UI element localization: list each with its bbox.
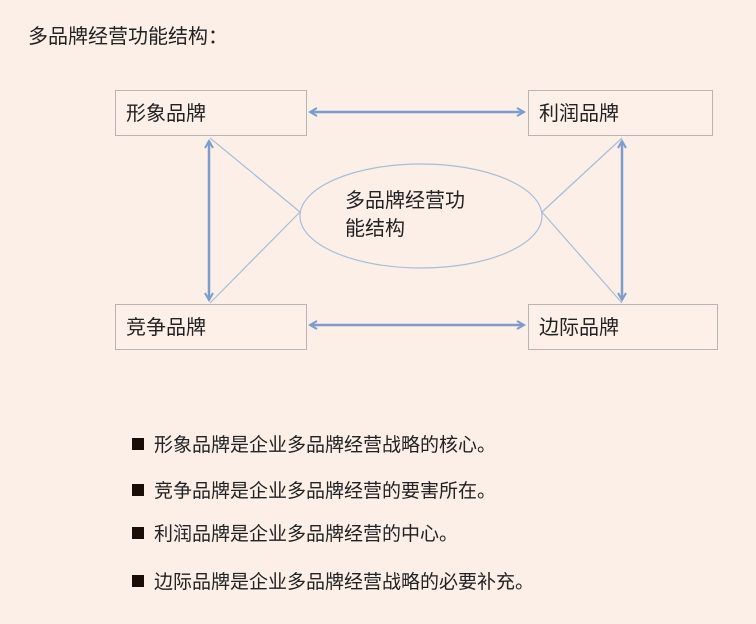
square-bullet-icon <box>132 484 144 496</box>
center-label: 多品牌经营功 能结构 <box>345 186 505 242</box>
square-bullet-icon <box>132 438 144 450</box>
bullet-item: 竞争品牌是企业多品牌经营的要害所在。 <box>132 476 496 503</box>
bullet-text: 利润品牌是企业多品牌经营的中心。 <box>154 523 459 545</box>
bullet-text: 形象品牌是企业多品牌经营战略的核心。 <box>154 434 497 456</box>
line-topright-to-ellipse <box>541 137 623 213</box>
bullet-item: 利润品牌是企业多品牌经营的中心。 <box>132 519 458 546</box>
square-bullet-icon <box>132 527 144 539</box>
bullet-item: 形象品牌是企业多品牌经营战略的核心。 <box>132 430 496 457</box>
line-bottomright-to-ellipse <box>541 211 623 304</box>
box-marginal-brand: 边际品牌 <box>528 304 718 350</box>
square-bullet-icon <box>132 575 144 587</box>
box-profit-brand: 利润品牌 <box>528 90 713 136</box>
center-label-line2: 能结构 <box>345 216 405 240</box>
box-competitive-brand: 竞争品牌 <box>115 304 307 350</box>
slide-title: 多品牌经营功能结构： <box>28 24 228 48</box>
box-image-brand: 形象品牌 <box>115 90 307 136</box>
line-topleft-to-ellipse <box>209 137 301 213</box>
bullet-text: 边际品牌是企业多品牌经营战略的必要补充。 <box>154 571 535 593</box>
line-bottomleft-to-ellipse <box>209 211 301 304</box>
center-ellipse <box>299 163 543 269</box>
bullet-item: 边际品牌是企业多品牌经营战略的必要补充。 <box>132 567 534 594</box>
center-label-line1: 多品牌经营功 <box>345 188 465 212</box>
bullet-text: 竞争品牌是企业多品牌经营的要害所在。 <box>154 480 497 502</box>
